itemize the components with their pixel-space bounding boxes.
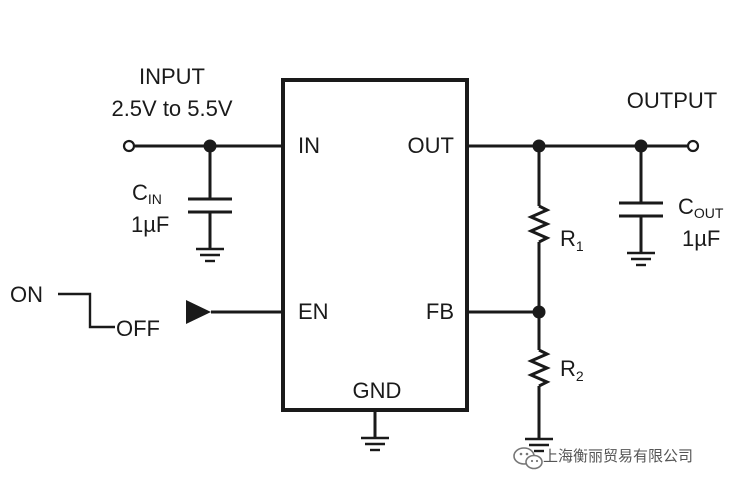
en-input-arrow: [186, 300, 211, 324]
cout-value-label: 1µF: [682, 226, 720, 251]
cout-label: COUT: [678, 194, 724, 221]
output-terminal: [686, 139, 700, 153]
cin-label: CIN: [132, 180, 162, 207]
ic-box: [281, 78, 469, 412]
r2-label: R2: [560, 356, 584, 384]
ic-ground-symbol: [361, 410, 389, 452]
pin-gnd-label: GND: [353, 378, 402, 403]
pin-en-label: EN: [298, 299, 329, 324]
r2-ground-symbol: [525, 437, 553, 453]
input-terminal: [122, 139, 136, 153]
switch-signal-line: [58, 292, 115, 329]
input-label: INPUT: [139, 64, 205, 89]
cin-capacitor: [188, 146, 232, 248]
cout-capacitor: [619, 146, 663, 252]
r1-label: R1: [560, 226, 584, 254]
pin-fb-label: FB: [426, 299, 454, 324]
cin-ground-symbol: [196, 247, 224, 263]
r1-resistor: [527, 146, 551, 312]
switch-on-label: ON: [10, 282, 43, 307]
cin-value-label: 1µF: [131, 212, 169, 237]
switch-off-label: OFF: [116, 316, 160, 341]
cout-ground-symbol: [627, 251, 655, 267]
output-label: OUTPUT: [627, 88, 717, 113]
input-range-label: 2.5V to 5.5V: [111, 96, 232, 121]
pin-in-label: IN: [298, 133, 320, 158]
wechat-icon: [513, 447, 543, 470]
r2-resistor: [527, 312, 551, 438]
pin-out-label: OUT: [408, 133, 454, 158]
watermark-text: 上海衡丽贸易有限公司: [543, 448, 693, 465]
